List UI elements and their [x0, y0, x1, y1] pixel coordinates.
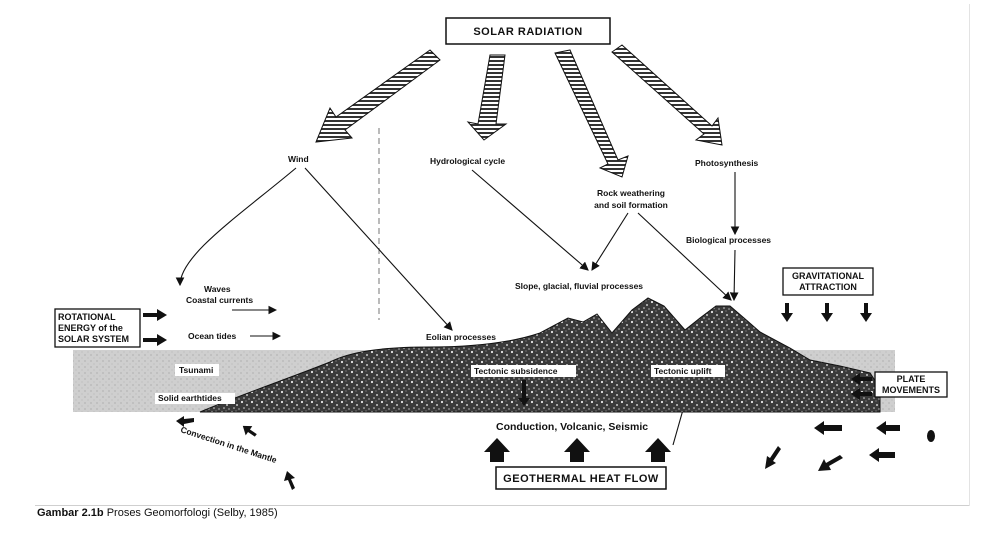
earthtides-bg: [155, 393, 235, 404]
solar-arrow-weathering: [554, 49, 629, 178]
caption-text: Proses Geomorfologi (Selby, 1985): [103, 507, 278, 519]
rotational-label-1: ROTATIONAL: [58, 312, 116, 322]
photosynthesis-label: Photosynthesis: [695, 158, 759, 168]
mantle-arrows-right: [765, 421, 935, 471]
eolian-processes-label: Eolian processes: [426, 332, 496, 342]
uplift-bg: [651, 365, 725, 377]
solid-earthtides-label: Solid earthtides: [158, 393, 222, 403]
rotational-arrows: [143, 309, 167, 346]
waves-label: Waves: [204, 284, 231, 294]
gravity-arrows: [781, 303, 872, 322]
rotational-energy-box: ROTATIONAL ENERGY of the SOLAR SYSTEM: [54, 308, 141, 348]
hydrological-cycle-label: Hydrological cycle: [430, 156, 505, 166]
solar-radiation-label: SOLAR RADIATION: [473, 26, 582, 38]
plate-label-1: PLATE: [897, 374, 926, 384]
mantle-arrows-left: [176, 416, 295, 490]
conduction-label: Conduction, Volcanic, Seismic: [496, 421, 648, 433]
rotational-label-3: SOLAR SYSTEM: [58, 334, 129, 344]
tectonic-subsidence-label: Tectonic subsidence: [474, 366, 558, 376]
land-mass: [199, 297, 881, 413]
subsidence-bg: [471, 365, 576, 377]
solar-arrow-hydro: [466, 54, 508, 141]
plate-label-2: MOVEMENTS: [882, 385, 940, 395]
biological-processes-label: Biological processes: [686, 235, 771, 245]
geothermal-arrows: [484, 438, 671, 462]
frame-border: [969, 4, 970, 506]
geothermal-box: GEOTHERMAL HEAT FLOW: [495, 466, 667, 490]
ocean-tides-label: Ocean tides: [188, 331, 236, 341]
rotational-label-2: ENERGY of the: [58, 323, 123, 333]
gravitational-attraction-box: GRAVITATIONAL ATTRACTION: [782, 267, 874, 296]
plate-movements-box: PLATE MOVEMENTS: [874, 371, 948, 398]
wind-label: Wind: [288, 154, 309, 164]
tectonic-uplift-label: Tectonic uplift: [654, 366, 712, 376]
coastal-currents-label: Coastal currents: [186, 295, 253, 305]
solar-radiation-box: SOLAR RADIATION: [445, 17, 611, 45]
geothermal-label: GEOTHERMAL HEAT FLOW: [503, 473, 659, 485]
process-arrows: [175, 167, 740, 446]
tsunami-label: Tsunami: [179, 365, 213, 375]
tsunami-bg: [175, 364, 219, 376]
solar-arrow-photosynthesis: [611, 44, 723, 146]
subsidence-arrow: [518, 380, 530, 406]
solar-arrow-wind: [315, 49, 441, 143]
rock-weathering-label-1: Rock weathering: [597, 188, 665, 198]
slope-processes-label: Slope, glacial, fluvial processes: [515, 281, 643, 291]
rock-weathering-label-2: and soil formation: [594, 200, 668, 210]
caption-divider: [35, 505, 970, 506]
gravitational-label-1: GRAVITATIONAL: [792, 271, 864, 281]
convection-label: Convection in the Mantle: [179, 424, 278, 465]
figure-caption: Gambar 2.1b Proses Geomorfologi (Selby, …: [37, 507, 278, 519]
caption-label: Gambar 2.1b: [37, 507, 104, 519]
plate-arrows: [851, 373, 872, 400]
gravitational-label-2: ATTRACTION: [799, 282, 857, 292]
